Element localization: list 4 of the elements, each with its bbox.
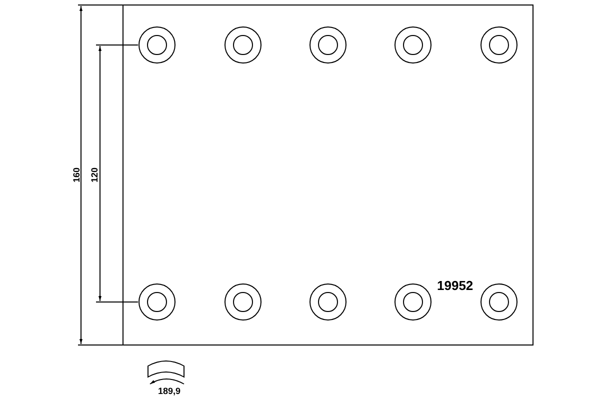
dimension-label: 189,9 xyxy=(158,387,181,396)
part-number: 19952 xyxy=(437,279,474,292)
dimension-label: 160 xyxy=(72,167,82,183)
dimension-label: 120 xyxy=(90,167,100,183)
